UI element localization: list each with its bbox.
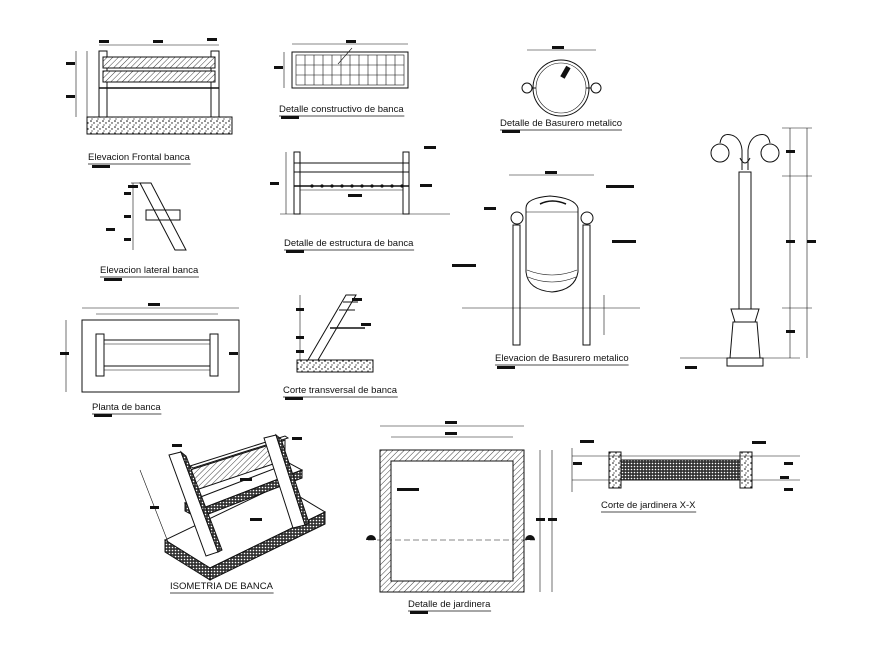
bolt: [360, 184, 364, 188]
bolt: [400, 184, 404, 188]
detalle-estructura-banca: [270, 146, 450, 215]
detalle-basurero-metalico: [521, 46, 602, 117]
scale-tag: [281, 116, 299, 119]
scale-tag: [497, 366, 515, 369]
caption-isometria: ISOMETRIA DE BANCA: [170, 581, 274, 592]
caption-elevacion-basurero: Elevacion de Basurero metalico: [495, 353, 629, 364]
caption-detalle-basurero: Detalle de Basurero metalico: [500, 118, 622, 129]
corte-jardinera: [571, 440, 800, 492]
caption-planta: Planta de banca: [92, 402, 161, 413]
isometria-banca: [139, 433, 327, 581]
bolt: [330, 184, 334, 188]
scale-tag: [502, 130, 520, 133]
bolt: [370, 184, 374, 188]
caption-corte-transversal: Corte transversal de banca: [283, 385, 398, 396]
planta-banca: [60, 303, 240, 393]
detalle-jardinera: [366, 421, 557, 593]
caption-elevacion-frontal: Elevacion Frontal banca: [88, 152, 191, 163]
scale-tag: [104, 278, 122, 281]
elevacion-frontal-banca: [66, 38, 233, 135]
bolt: [340, 184, 344, 188]
caption-detalle-constructivo: Detalle constructivo de banca: [279, 104, 404, 115]
bolt: [390, 184, 394, 188]
caption-elevacion-lateral: Elevacion lateral banca: [100, 265, 199, 276]
bolt: [380, 184, 384, 188]
elevacion-basurero-metalico: [452, 171, 640, 346]
scale-tag: [286, 250, 304, 253]
bolt: [320, 184, 324, 188]
corte-transversal-banca: [296, 294, 374, 373]
scale-tag: [92, 165, 110, 168]
bolt: [310, 184, 314, 188]
caption-detalle-jardinera: Detalle de jardinera: [408, 599, 491, 610]
scale-tag: [410, 611, 428, 614]
elevacion-lateral-banca: [106, 182, 187, 251]
farol-poste: [680, 127, 816, 369]
scale-tag: [285, 397, 303, 400]
bolt: [350, 184, 354, 188]
scale-tag: [94, 414, 112, 417]
caption-detalle-estructura: Detalle de estructura de banca: [284, 238, 414, 249]
detalle-constructivo-banca: [274, 40, 409, 89]
caption-corte-jardinera: Corte de jardinera X-X: [601, 500, 696, 511]
